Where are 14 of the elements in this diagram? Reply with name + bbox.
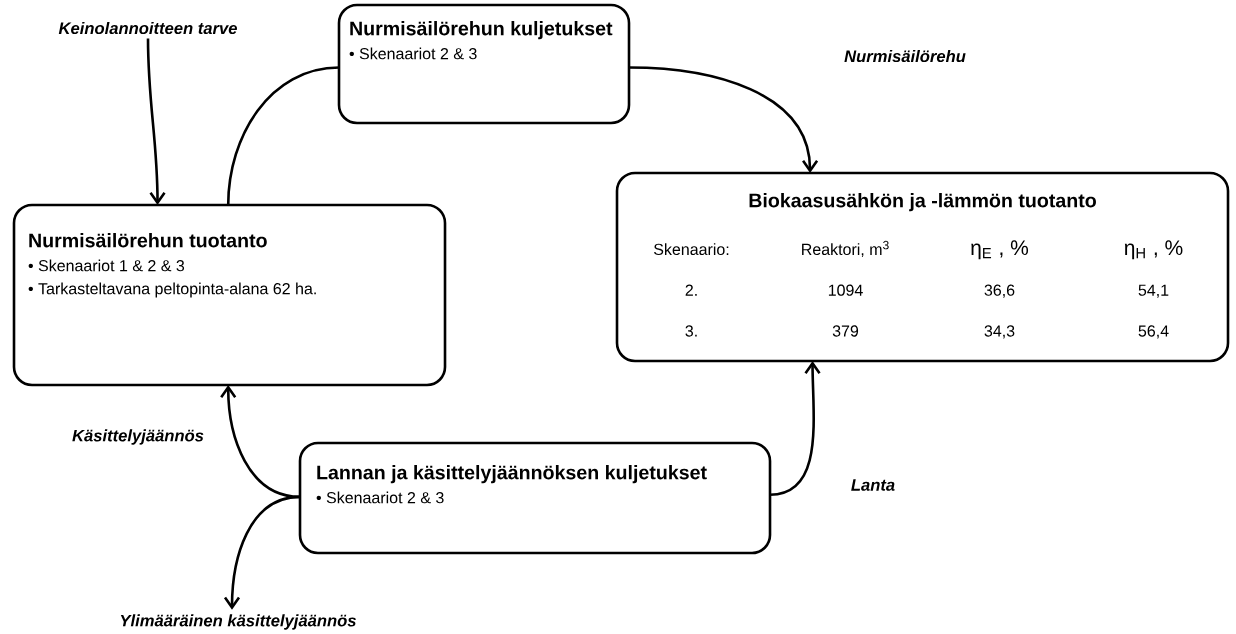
arrow: [220, 385, 301, 499]
flow-label: Keinolannoitteen tarve: [58, 21, 237, 35]
edge-label: Käsittelyjäännös: [72, 429, 204, 445]
process-box: Lannan ja käsittelyjäännöksen kuljetukset • Skenaariot 2 & 3: [298, 441, 772, 555]
flow-label: Ylimääräinen käsittelyjäännös: [120, 614, 356, 630]
arrow: [146, 38, 166, 205]
process-box: Biokaasusähkön ja -lämmön tuotanto Skenaario: Reaktori, m$^{3}$ η$_{E}$ , % η$_{H}$ , % 2. 1094 36,6 54,1 3. 379 34,3 56,4: [615, 171, 1230, 363]
edge-label: Lanta: [851, 479, 895, 491]
process-box: Nurmisäilörehun tuotanto • Skenaariot 1 & 2 & 3 • Tarkasteltavana peltopinta-alana 62 ha.: [12, 203, 447, 387]
process-box: Nurmisäilörehun kuljetukset • Skenaariot 2 & 3: [337, 3, 631, 125]
arrow: [628, 66, 819, 173]
edge-label: Nurmisäilörehu: [844, 49, 966, 63]
arrow: [769, 361, 821, 496]
arrow: [223, 495, 301, 610]
